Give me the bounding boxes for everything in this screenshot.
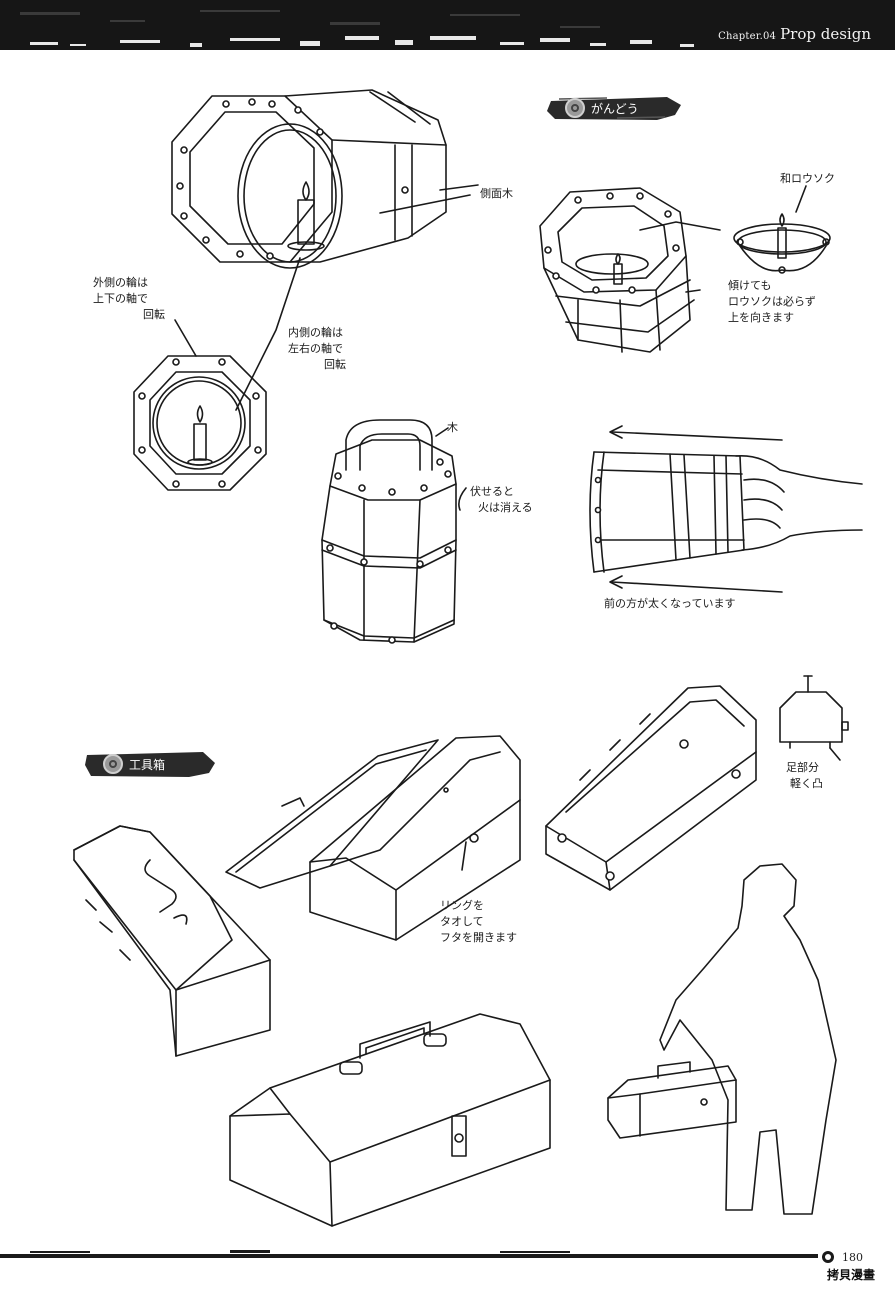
header-grunge-texture (0, 0, 895, 50)
leader-line (458, 487, 467, 511)
ring-front-view-drawing (133, 355, 267, 491)
toolbox-foot-detail-drawing (779, 675, 849, 749)
note-side-wood: 側面木 (480, 187, 513, 200)
chapter-number: Chapter.04 (718, 31, 777, 42)
leader-line (439, 184, 479, 191)
watermark-text: 拷貝漫畫 (827, 1268, 876, 1282)
section-title-lantern: がんどう (591, 101, 639, 116)
bucket-lantern-drawing (321, 419, 457, 644)
section-tag-toolbox: 工具箱 (85, 749, 215, 779)
leader-line (461, 841, 467, 871)
toolbox-closed-drawing (73, 825, 271, 1057)
chapter-title: Prop design (780, 25, 871, 43)
note-feet: 足部分 軽く凸 (786, 761, 823, 790)
leader-line (235, 257, 301, 411)
note-inner-ring: 内側の輪は 左右の軸で 回転 (288, 326, 346, 371)
leader-line (379, 194, 471, 214)
leader-line (435, 427, 449, 437)
note-extinguish: 伏せると 火は消える (470, 485, 533, 514)
note-tilt: 傾けても ロウソクは必らず 上を向きます (728, 279, 816, 324)
leader-line (829, 747, 841, 761)
lantern-gimbal-drawing (171, 89, 447, 269)
footer-band (0, 1250, 834, 1263)
lantern-small-drawing (539, 187, 721, 353)
section-badge-icon (103, 754, 123, 774)
toolbox-large-drawing (229, 1013, 551, 1227)
note-outer-ring: 外側の輪は 上下の軸で 回転 (93, 276, 165, 321)
page-number: 180 (842, 1251, 863, 1264)
note-japanese-candle: 和ロウソク (780, 172, 835, 185)
section-tag-lantern: がんどう (547, 93, 682, 123)
direction-arrows (609, 425, 783, 593)
section-badge-icon (565, 98, 585, 118)
section-title-toolbox: 工具箱 (129, 757, 166, 772)
character-silhouette-drawing (607, 863, 837, 1215)
note-front-thicker: 前の方が太くなっています (604, 597, 736, 610)
toolbox-tray-drawing (545, 685, 757, 891)
note-wood: 木 (447, 421, 458, 434)
leader-line (795, 185, 807, 213)
note-ring-open: リングを タオして フタを開きます (440, 899, 517, 944)
candle-holder-drawing (733, 213, 831, 274)
leader-line (174, 319, 197, 357)
lantern-in-hand-drawing (589, 451, 863, 573)
toolbox-open-drawing (225, 735, 521, 941)
